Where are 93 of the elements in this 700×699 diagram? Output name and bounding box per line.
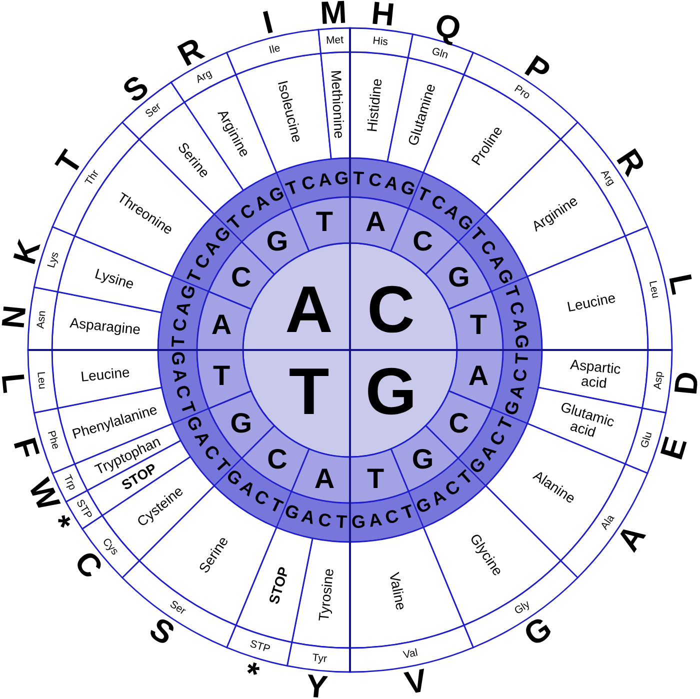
amino-acid-letter: M	[319, 0, 348, 32]
amino-acid-abbreviation: Tyr	[312, 652, 328, 666]
base-letter: G	[230, 407, 252, 438]
codon-letter: G	[334, 168, 350, 189]
amino-acid-abbreviation: Gln	[430, 45, 450, 62]
amino-acid-letter: E	[653, 432, 694, 464]
amino-acid-name: STOP	[265, 564, 292, 606]
amino-acid-letter: I	[259, 4, 277, 41]
amino-acid-abbreviation: Gly	[512, 598, 532, 618]
amino-acid-letter: K	[6, 236, 48, 268]
base-letter: T	[212, 360, 230, 392]
amino-acid-letter: L	[662, 270, 700, 298]
amino-acid-name: Tyrosine	[315, 568, 336, 622]
codon-letter: T	[500, 284, 524, 301]
codon-letter: A	[367, 509, 384, 531]
codon-letter: T	[284, 176, 301, 200]
amino-acid-abbreviation: Val	[402, 646, 419, 662]
codon-letter: T	[352, 168, 364, 188]
codon-letter: C	[383, 506, 401, 528]
amino-acid-abbreviation: Arg	[194, 67, 214, 86]
base-letter: G	[412, 443, 434, 474]
amino-acid-abbreviation: Ser	[143, 100, 164, 120]
codon-letter: T	[336, 512, 348, 532]
base-letter: A	[211, 308, 232, 340]
amino-acid-abbreviation: Leu	[34, 371, 48, 390]
amino-acid-abbreviation: Cys	[100, 536, 121, 558]
amino-acid-letter: F	[6, 434, 47, 463]
codon-letter: C	[299, 172, 317, 194]
base-letter: A	[365, 206, 386, 238]
codon-letter: A	[316, 169, 333, 191]
amino-acid-name: Asparagine	[69, 314, 142, 338]
amino-acid-name: Valine	[386, 571, 410, 612]
amino-acid-name: Leucine	[566, 289, 617, 315]
base-letter: C	[367, 272, 415, 346]
base-letter: C	[412, 226, 433, 257]
base-letter: A	[285, 272, 333, 346]
base-letter: T	[316, 206, 333, 238]
codon-letter: C	[169, 316, 191, 333]
amino-acid-abbreviation: Leu	[646, 280, 662, 300]
base-letter: C	[448, 407, 470, 438]
base-letter: T	[367, 462, 384, 494]
base-letter: A	[468, 360, 489, 392]
amino-acid-abbreviation: Phe	[44, 429, 62, 451]
codon-letter: A	[506, 383, 528, 401]
codon-letter: C	[367, 169, 384, 191]
amino-acid-abbreviation: Lys	[45, 250, 62, 270]
codon-letter: G	[350, 511, 366, 532]
codon-letter: A	[299, 506, 317, 528]
amino-acid-abbreviation: Ser	[168, 598, 188, 618]
codon-letter: C	[506, 299, 528, 317]
base-letter: C	[230, 262, 252, 293]
codon-letter: T	[512, 352, 532, 364]
amino-acid-abbreviation: Asn	[34, 310, 48, 330]
amino-acid-abbreviation: Ala	[598, 512, 617, 532]
amino-acid-letter: D	[667, 370, 700, 396]
amino-acid-name: Leucine	[80, 364, 130, 384]
amino-acid-abbreviation: Glu	[638, 430, 655, 450]
amino-acid-abbreviation: His	[372, 34, 389, 48]
codon-letter: G	[511, 334, 532, 350]
amino-acid-name: Methionine	[328, 70, 348, 139]
amino-acid-abbreviation: Met	[326, 34, 344, 47]
amino-acid-abbreviation: Thr	[82, 168, 102, 188]
amino-acid-letter: H	[370, 0, 396, 33]
amino-acid-abbreviation: Pro	[512, 82, 532, 102]
base-letter: G	[448, 262, 470, 293]
amino-acid-name: Aspartic acid	[570, 356, 622, 391]
base-letter: G	[266, 226, 288, 257]
codon-letter: G	[168, 350, 189, 366]
codon-letter: C	[172, 383, 194, 401]
amino-acid-letter: L	[0, 372, 32, 395]
amino-acid-abbreviation: Asp	[652, 370, 666, 390]
codon-letter: C	[316, 509, 333, 531]
codon-letter: A	[169, 367, 191, 384]
base-letter: T	[470, 308, 488, 340]
base-letter: T	[288, 354, 330, 428]
codon-letter: T	[168, 336, 188, 348]
codon-letter: A	[509, 316, 531, 333]
amino-acid-abbreviation: Trp	[61, 473, 78, 492]
amino-acid-name: Isoleucine	[274, 78, 306, 144]
amino-acid-abbreviation: Arg	[598, 168, 618, 188]
codon-letter: C	[509, 367, 531, 384]
amino-acid-letter: *	[240, 654, 264, 692]
base-letter: C	[267, 443, 288, 474]
amino-acid-abbreviation: STP	[248, 638, 272, 656]
amino-acid-letter: V	[402, 662, 430, 699]
amino-acid-letter: N	[0, 304, 33, 330]
amino-acid-name: Histidine	[364, 78, 385, 133]
amino-acid-letter: Q	[430, 6, 466, 48]
base-letter: A	[314, 462, 335, 494]
amino-acid-abbreviation: Ile	[268, 42, 282, 56]
amino-acid-name: Lysine	[93, 265, 136, 292]
base-letter: G	[365, 354, 417, 428]
amino-acid-letter: Y	[304, 667, 330, 699]
